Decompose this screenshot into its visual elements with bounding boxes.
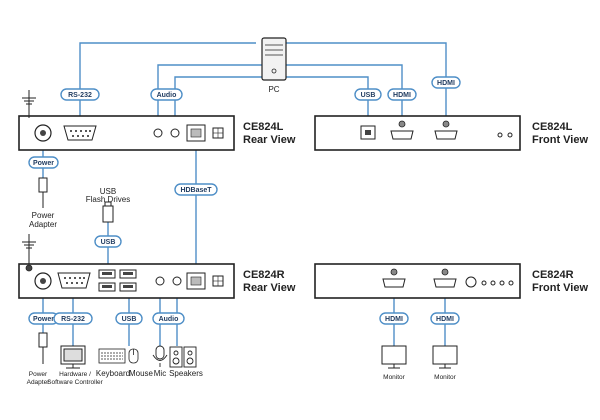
audio-jack-icon: [172, 276, 182, 286]
tag-usb-top: USB: [354, 88, 382, 101]
ce824r-front-title-2: Front View: [532, 282, 588, 294]
keyboard-icon: [98, 348, 126, 364]
power-jack-icon: [34, 124, 52, 142]
svg-text:RS-232: RS-232: [61, 316, 85, 323]
tag-rs232-bottom: RS-232: [53, 312, 93, 325]
svg-text:Power: Power: [33, 160, 54, 167]
ce824l-rear-title-2: Rear View: [243, 134, 296, 146]
tag-hdmi-top-1: HDMI: [387, 88, 417, 101]
power-adapter-bottom-label-2: Adapter: [27, 379, 51, 386]
usb-flash-label-2: Flash Drives: [86, 195, 130, 204]
ce824l-rear-device: [18, 115, 235, 151]
tag-hdmi-bottom-1: HDMI: [379, 312, 409, 325]
usb-flash-drive-icon: [102, 201, 114, 223]
svg-text:RS-232: RS-232: [68, 92, 92, 99]
power-jack-icon: [34, 272, 52, 290]
mouse-icon: [128, 348, 139, 364]
monitor-icon: [381, 345, 407, 369]
pc-label: PC: [268, 85, 279, 94]
hdmi-port-icon: [433, 278, 457, 288]
svg-text:HDMI: HDMI: [436, 316, 454, 323]
usb-b-port-icon: [360, 125, 376, 140]
hdmi-port-icon: [390, 130, 414, 140]
hdmi-port-icon: [434, 130, 458, 140]
usb-port-icon: [98, 282, 116, 292]
tag-audio-bottom: Audio: [152, 312, 185, 325]
ce824l-front-device: [314, 115, 521, 151]
audio-line-top-2: [174, 76, 262, 130]
connector-tags: RS-232 Audio USB HDMI HDMI Power USB HDB…: [28, 76, 461, 325]
tag-rs232-top: RS-232: [60, 88, 100, 101]
svg-text:USB: USB: [361, 92, 376, 99]
power-adapter-icon: [38, 177, 48, 208]
ce824r-rear-device: [18, 263, 235, 299]
svg-text:USB: USB: [101, 239, 116, 246]
power-adapter-icon: [38, 332, 48, 364]
ce824l-front-title-2: Front View: [532, 134, 588, 146]
speakers-icon: [169, 346, 197, 368]
pc-icon: [261, 37, 287, 81]
hdmi-line-top-1: [286, 64, 403, 130]
rs232-line-top: [79, 42, 256, 130]
hardware-controller-label-2: Software Controller: [47, 379, 103, 386]
usb-port-icon: [98, 269, 116, 279]
tag-usb-bottom: USB: [115, 312, 143, 325]
tag-audio-top: Audio: [150, 88, 183, 101]
rj45-port-icon: [186, 272, 206, 290]
ce824r-front-title-1: CE824R: [532, 269, 574, 281]
ce824l-front-title-1: CE824L: [532, 121, 573, 133]
usb-port-icon: [119, 282, 137, 292]
monitor-icon: [432, 345, 458, 369]
svg-text:Audio: Audio: [159, 316, 179, 323]
controller-monitor-icon: [60, 345, 86, 369]
keyboard-label: Keyboard: [96, 369, 130, 378]
audio-jack-icon: [153, 128, 163, 138]
ground-icon: [22, 90, 36, 118]
tag-power-bottom: Power: [28, 312, 59, 325]
ce824r-rear-title-1: CE824R: [243, 269, 285, 281]
ce824l-rear-title-1: CE824L: [243, 121, 284, 133]
monitor-label-1: Monitor: [383, 374, 406, 381]
rs232-port-icon: [63, 125, 97, 141]
tag-usb-mid: USB: [94, 235, 122, 248]
rj45-port-icon: [186, 124, 206, 142]
audio-jack-icon: [155, 276, 165, 286]
usb-flash-label-1: USB: [100, 187, 116, 196]
power-adapter-top-label-1: Power: [32, 211, 55, 220]
svg-text:USB: USB: [122, 316, 137, 323]
audio-line-top-1: [157, 64, 262, 130]
ground-icon: [22, 234, 36, 264]
svg-text:Audio: Audio: [157, 92, 177, 99]
hdmi-line-top-2: [286, 42, 447, 130]
hardware-controller-label-1: Hardware /: [59, 371, 91, 378]
speakers-label: Speakers: [169, 369, 203, 378]
ce824r-rear-title-2: Rear View: [243, 282, 296, 294]
tag-hdmi-top-2: HDMI: [431, 76, 461, 89]
button-icon: [465, 276, 477, 288]
ce824r-front-device: [314, 263, 521, 299]
rs232-port-icon: [57, 272, 91, 289]
power-adapter-bottom-label-1: Power: [29, 371, 48, 378]
tag-power-top: Power: [28, 156, 59, 169]
power-adapter-top-label-2: Adapter: [29, 220, 57, 229]
svg-text:HDMI: HDMI: [385, 316, 403, 323]
mic-label: Mic: [154, 369, 166, 378]
svg-text:HDMI: HDMI: [437, 80, 455, 87]
mouse-label: Mouse: [129, 369, 154, 378]
svg-text:HDBaseT: HDBaseT: [180, 187, 212, 194]
hdmi-port-icon: [382, 278, 406, 288]
mic-icon: [152, 345, 168, 367]
svg-text:HDMI: HDMI: [393, 92, 411, 99]
usb-line-top: [286, 76, 369, 130]
monitor-label-2: Monitor: [434, 374, 457, 381]
audio-jack-icon: [170, 128, 180, 138]
tag-hdmi-bottom-2: HDMI: [430, 312, 460, 325]
tag-hdbaset: HDBaseT: [174, 183, 218, 196]
usb-port-icon: [119, 269, 137, 279]
svg-text:Power: Power: [33, 316, 54, 323]
